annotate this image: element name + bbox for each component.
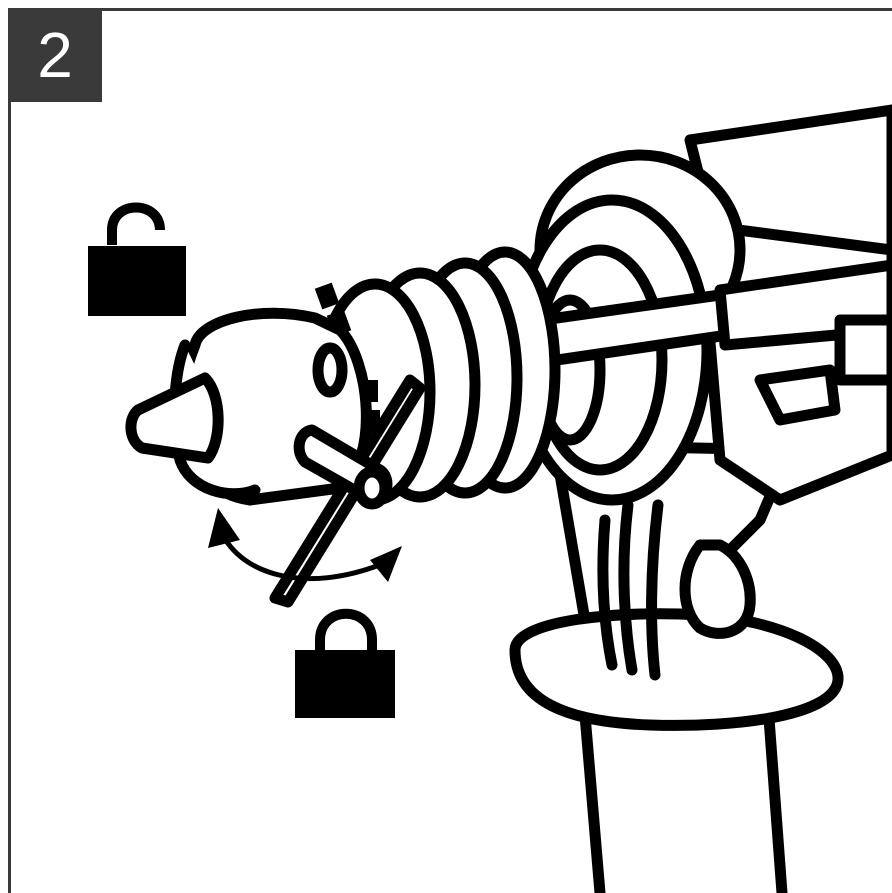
- chuck-jaws-tip: [131, 378, 218, 458]
- trigger: [685, 545, 750, 633]
- unlocked-padlock-icon: [88, 208, 186, 317]
- handle-collar: [515, 614, 838, 726]
- step-number-badge: 2: [8, 8, 102, 102]
- step-number: 2: [37, 23, 73, 87]
- side-bar-end: [318, 348, 342, 392]
- locked-padlock-icon: [295, 614, 395, 718]
